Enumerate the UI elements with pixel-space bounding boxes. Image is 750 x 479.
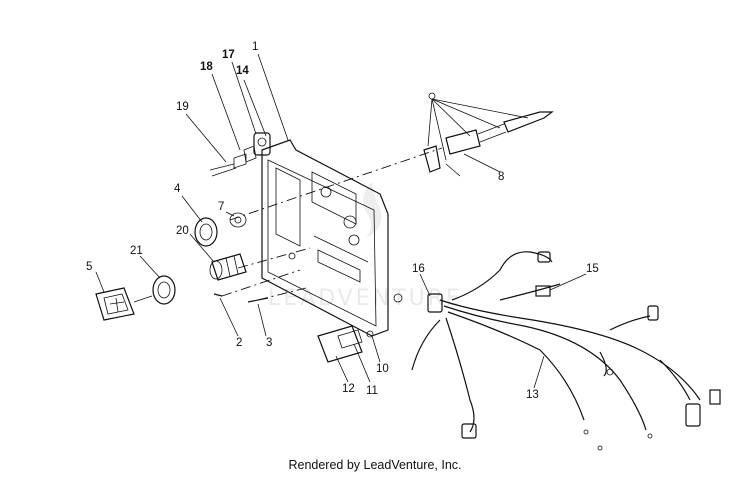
lamp-socket xyxy=(194,212,247,247)
callout-4: 4 xyxy=(174,183,181,195)
rotary-switch xyxy=(209,253,247,281)
callout-19: 19 xyxy=(176,101,189,113)
callout-7: 7 xyxy=(218,201,224,213)
callout-16: 16 xyxy=(412,263,425,275)
callout-12: 12 xyxy=(342,383,355,395)
footer-credit: Rendered by LeadVenture, Inc. xyxy=(288,458,462,472)
callout-1: 1 xyxy=(252,41,258,53)
knob-and-key xyxy=(95,275,176,321)
callout-11: 11 xyxy=(366,385,378,397)
callout-3: 3 xyxy=(266,337,272,349)
callout-2: 2 xyxy=(236,337,242,349)
callout-21: 21 xyxy=(130,245,143,257)
callouts: 1 2 3 4 5 7 8 10 11 12 13 14 15 16 17 18… xyxy=(86,41,599,401)
leader-lines xyxy=(95,53,587,389)
watermark-flame-icon xyxy=(363,182,382,238)
assembly-lines xyxy=(221,147,443,301)
callout-10: 10 xyxy=(376,363,389,375)
dash-panel xyxy=(261,139,403,337)
callout-20: 20 xyxy=(176,225,189,237)
callout-14: 14 xyxy=(236,65,249,77)
bracket xyxy=(317,325,374,363)
callout-18: 18 xyxy=(200,61,213,73)
wiring-harness xyxy=(411,251,721,451)
cable-assembly xyxy=(423,92,554,177)
switch-assembly xyxy=(209,132,271,177)
callout-17: 17 xyxy=(222,49,235,61)
callout-5: 5 xyxy=(86,261,92,273)
callout-15: 15 xyxy=(586,263,599,275)
callout-13: 13 xyxy=(526,389,539,401)
screws xyxy=(213,293,269,303)
callout-8: 8 xyxy=(498,171,504,183)
